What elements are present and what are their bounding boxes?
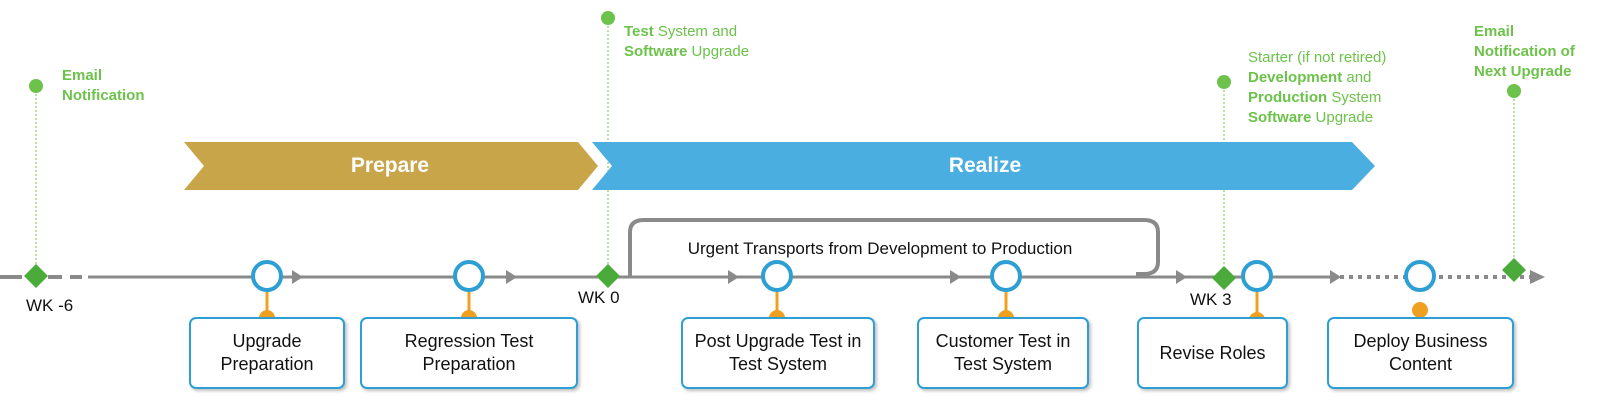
- task-label: Upgrade Preparation: [220, 331, 314, 374]
- note-text: System: [1327, 89, 1382, 106]
- note-text: Software: [1248, 109, 1312, 126]
- task-box-customer-test: Customer Test in Test System: [917, 317, 1089, 389]
- note-text: and: [1342, 69, 1372, 86]
- task-box-upgrade-preparation: Upgrade Preparation: [189, 317, 345, 389]
- note-text: Next Upgrade: [1474, 63, 1572, 80]
- note-text: Upgrade: [1311, 109, 1374, 126]
- task-box-regression-test-preparation: Regression Test Preparation: [360, 317, 578, 389]
- task-label: Revise Roles: [1159, 342, 1266, 363]
- wk-label-0: WK 0: [578, 288, 620, 307]
- task-label: Regression Test Preparation: [404, 331, 534, 374]
- note-text: Notification: [62, 87, 145, 104]
- task-label: Post Upgrade Test in Test System: [694, 331, 862, 374]
- task-box-post-upgrade-test: Post Upgrade Test in Test System: [681, 317, 875, 389]
- note-text: Starter (if not retired): [1248, 49, 1387, 66]
- milestone-end: [1502, 84, 1526, 282]
- note-text: Software: [624, 43, 688, 60]
- timeline-line: [0, 270, 1545, 284]
- note-text: Email: [62, 67, 103, 84]
- task-box-revise-roles: Revise Roles: [1137, 317, 1288, 389]
- note-text: Upgrade: [687, 43, 750, 60]
- task-node-6: [1404, 260, 1436, 318]
- note-text: System and: [653, 23, 738, 40]
- note-text: Email: [1474, 23, 1515, 40]
- task-label: Customer Test in Test System: [935, 331, 1071, 374]
- phase-prepare-label: Prepare: [350, 154, 430, 177]
- phase-prepare-arrow: [184, 142, 598, 190]
- task-label: Deploy Business Content: [1353, 331, 1488, 374]
- task-node-1: [251, 260, 283, 326]
- note-text: Notification of: [1474, 43, 1575, 60]
- note-text: Development: [1248, 69, 1343, 86]
- urgent-transports-label: Urgent Transports from Development to Pr…: [687, 239, 1073, 258]
- task-box-deploy-business-content: Deploy Business Content: [1327, 317, 1514, 389]
- note-text: Production: [1248, 89, 1328, 106]
- task-node-4: [990, 260, 1022, 326]
- milestone-wk-6: [24, 79, 48, 288]
- phase-realize-label: Realize: [948, 154, 1022, 177]
- note-text: Test: [624, 23, 654, 40]
- phase-realize-arrow: [592, 142, 1375, 190]
- wk-label-minus6: WK -6: [26, 296, 74, 315]
- wk-label-3: WK 3: [1190, 290, 1232, 309]
- urgent-transports-bracket: [628, 218, 1160, 276]
